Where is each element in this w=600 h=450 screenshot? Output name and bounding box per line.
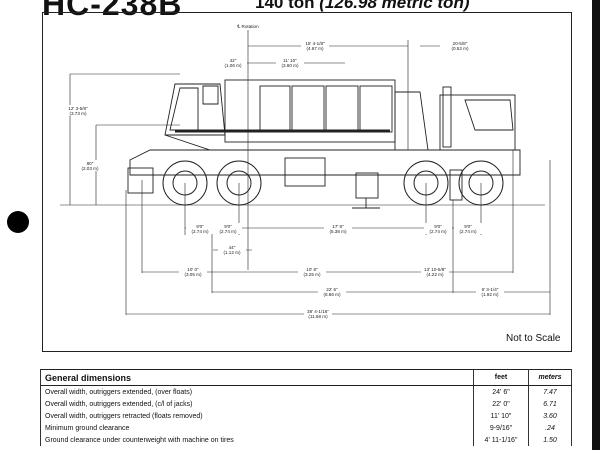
table-row: Overall width, outriggers extended, (ove…: [40, 385, 572, 398]
dimension-label: 13' 10-5/8": [424, 267, 446, 272]
dimension-label: (1.92 m): [481, 292, 499, 297]
row-feet: 24' 6": [473, 385, 529, 398]
dimension-label-bg: [421, 266, 449, 277]
dimension-label-bg: [219, 57, 247, 68]
hole-punch: [7, 211, 29, 233]
dimension-label-bg: [179, 266, 207, 277]
dimension-label-bg: [424, 223, 452, 234]
not-to-scale-note: Not to Scale: [506, 333, 561, 344]
dimension-label: (0.52 m): [451, 46, 469, 51]
dimension-label-bg: [276, 57, 304, 68]
dimension-label: 17' 8": [332, 224, 344, 229]
dimension-label-bg: [298, 266, 326, 277]
dimension-label: 9'0": [224, 224, 232, 229]
dimension-label: (2.03 m): [81, 166, 99, 171]
table-row: Overall width, outriggers retracted (flo…: [40, 410, 572, 422]
dimension-label-bg: [454, 223, 482, 234]
col-feet: feet: [473, 369, 529, 386]
dimension-label: (3.60 m): [281, 63, 299, 68]
row-feet: 22' 0": [473, 398, 529, 410]
row-feet: 4' 11-1/16": [473, 434, 529, 446]
drawing-frame: [42, 12, 572, 352]
dimension-label-bg: [301, 40, 329, 51]
row-label: Overall width, outriggers extended, (c/l…: [40, 398, 474, 410]
dimension-label: 10' 0": [187, 267, 199, 272]
table-row: Ground clearance under counterweight wit…: [40, 434, 572, 446]
row-meters: 3.60: [528, 410, 572, 422]
dimension-label: 6' 3-1/4": [482, 287, 499, 292]
row-meters: 7.47: [528, 385, 572, 398]
dimension-label-bg: [76, 160, 104, 171]
capacity-metric: (126.98 metric ton): [319, 0, 470, 12]
crane-drawing: ℄ Rotation 15' 4-1/8"(4.67 m) 20-5/8"(0.5…: [60, 24, 551, 319]
row-meters: .24: [528, 422, 572, 434]
dimension-label-bg: [304, 308, 332, 319]
dimension-label: (2.74 m): [219, 229, 237, 234]
dimension-label: 44": [229, 245, 236, 250]
dimension-label: (1.12 m): [223, 250, 241, 255]
dimension-label: 42": [230, 58, 237, 63]
dimension-label: 9'0": [196, 224, 204, 229]
model-title: HC-238B: [42, 0, 183, 22]
dimension-label: 11' 10": [283, 58, 297, 63]
row-label: Ground clearance under counterweight wit…: [40, 434, 474, 446]
dimension-label-bg: [186, 223, 214, 234]
dimension-label-bg: [318, 286, 346, 297]
dimension-label: (4.22 m): [426, 272, 444, 277]
dimension-label: 9'0": [464, 224, 472, 229]
dimension-labels: 15' 4-1/8"(4.67 m) 20-5/8"(0.52 m) 42"(1.0…: [64, 40, 504, 319]
row-feet: 9-9/16": [473, 422, 529, 434]
dimension-label: (4.67 m): [306, 46, 324, 51]
row-label: Minimum ground clearance: [40, 422, 474, 434]
dimension-label-bg: [476, 286, 504, 297]
row-meters: 1.50: [528, 434, 572, 446]
row-feet: 11' 10": [473, 410, 529, 422]
dimension-label: (3.05 m): [184, 272, 202, 277]
dimension-label: (5.38 m): [329, 229, 347, 234]
dimension-label-bg: [64, 105, 92, 116]
dimension-label: 15' 4-1/8": [305, 41, 325, 46]
dimension-label-bg: [214, 223, 242, 234]
dimension-label-bg: [218, 244, 246, 255]
dimension-label: (2.74 m): [459, 229, 477, 234]
wheels: [162, 160, 504, 206]
dimension-label: 20-5/8": [453, 41, 468, 46]
row-label: Overall width, outriggers retracted (flo…: [40, 410, 474, 422]
crane-outline: [127, 79, 521, 209]
dimension-label: (2.74 m): [191, 229, 209, 234]
table-title: General dimensions: [40, 369, 474, 386]
dimension-label: (2.74 m): [429, 229, 447, 234]
table-row: Overall width, outriggers extended, (c/l…: [40, 398, 572, 410]
general-dimensions-table: General dimensions feet meters Overall w…: [40, 369, 572, 446]
dimension-label: (6.86 m): [323, 292, 341, 297]
row-meters: 6.71: [528, 398, 572, 410]
dimension-label: (1.06 m): [224, 63, 242, 68]
dimension-label: 12' 3-5/8": [68, 106, 88, 111]
col-meters: meters: [528, 369, 572, 386]
scan-edge: [592, 0, 600, 450]
dimension-label: (3.25 m): [303, 272, 321, 277]
row-label: Overall width, outriggers extended, (ove…: [40, 385, 474, 398]
dimension-label: 9'0": [434, 224, 442, 229]
dimension-label: 22' 6": [326, 287, 338, 292]
capacity: 140 ton: [255, 0, 315, 12]
dimension-label-bg: [324, 223, 352, 234]
dimension-label: 80": [87, 161, 94, 166]
dimension-label: 10' 8": [306, 267, 318, 272]
dimension-label: (3.73 m): [69, 111, 87, 116]
dimension-label: 38' 4-1/16": [307, 309, 329, 314]
rotation-label: ℄ Rotation: [236, 24, 259, 29]
dimension-label: (11.68 m): [308, 314, 328, 319]
capacity-subtitle: 140 ton (126.98 metric ton): [255, 0, 470, 13]
dimension-label-bg: [446, 40, 474, 51]
